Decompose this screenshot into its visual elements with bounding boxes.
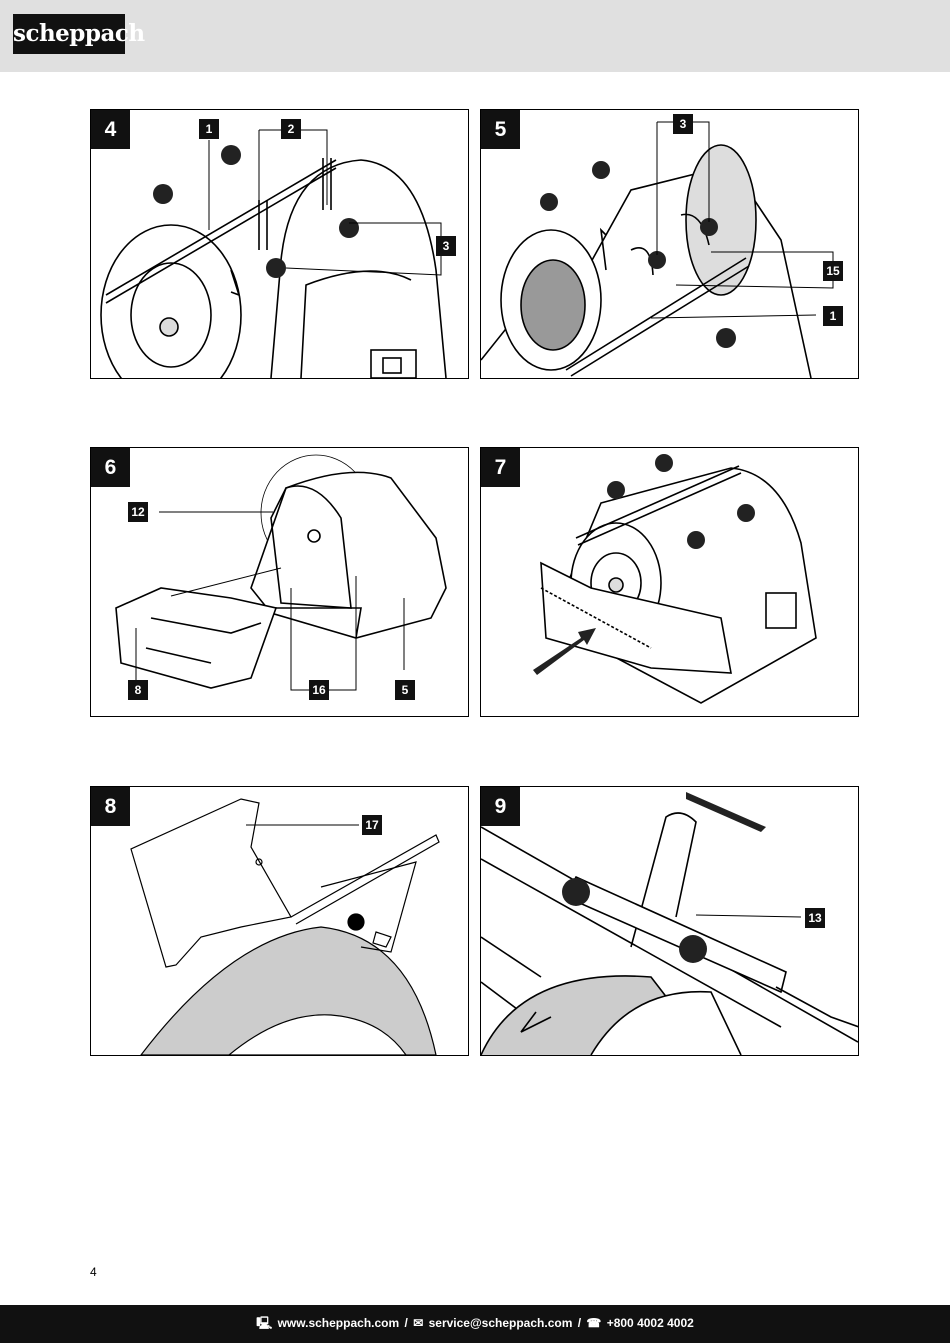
figure-number: 4 (91, 110, 130, 149)
phone-icon: ☎ (586, 1316, 602, 1330)
figure-9-illustration (481, 792, 858, 1055)
callout-label: 1 (199, 119, 219, 139)
scheppach-logo: scheppach (13, 14, 145, 54)
page-header: scheppach (0, 0, 950, 72)
callout-label: 5 (395, 680, 415, 700)
callout-label: 13 (805, 908, 825, 928)
callout-label: 8 (128, 680, 148, 700)
callout-label: 3 (673, 114, 693, 134)
figure-6: 6 12 8 16 5 (90, 447, 469, 717)
figure-number: 9 (481, 787, 520, 826)
separator: / (404, 1316, 408, 1330)
callout-label: 3 (436, 236, 456, 256)
figure-5: 5 3 15 1 (480, 109, 859, 379)
figure-4: 4 1 2 3 (90, 109, 469, 379)
figure-number: 7 (481, 448, 520, 487)
figure-8: 8 17 (90, 786, 469, 1056)
callout-label: 2 (281, 119, 301, 139)
figure-number: 8 (91, 787, 130, 826)
callout-label: 17 (362, 815, 382, 835)
callout-label: 15 (823, 261, 843, 281)
envelope-icon: ✉ (413, 1316, 424, 1330)
callout-label: 1 (823, 306, 843, 326)
callout-label: 16 (309, 680, 329, 700)
page-number: 4 (90, 1265, 97, 1279)
page-footer: 🖳 www.scheppach.com / ✉ service@scheppac… (0, 1305, 950, 1343)
figure-number: 5 (481, 110, 520, 149)
email-link[interactable]: service@scheppach.com (428, 1316, 573, 1330)
figure-5-illustration (481, 121, 834, 378)
callout-label: 12 (128, 502, 148, 522)
figure-number: 6 (91, 448, 130, 487)
figure-6-illustration (115, 454, 447, 691)
computer-icon: 🖳 (256, 1316, 273, 1330)
figure-8-illustration (130, 798, 440, 1055)
figure-7: 7 (480, 447, 859, 717)
figure-4-illustration (100, 129, 447, 378)
figure-7-illustration (533, 454, 817, 704)
phone-number: +800 4002 4002 (606, 1316, 694, 1330)
separator: / (577, 1316, 582, 1330)
figure-9: 9 13 (480, 786, 859, 1056)
website-link[interactable]: www.scheppach.com (277, 1316, 400, 1330)
